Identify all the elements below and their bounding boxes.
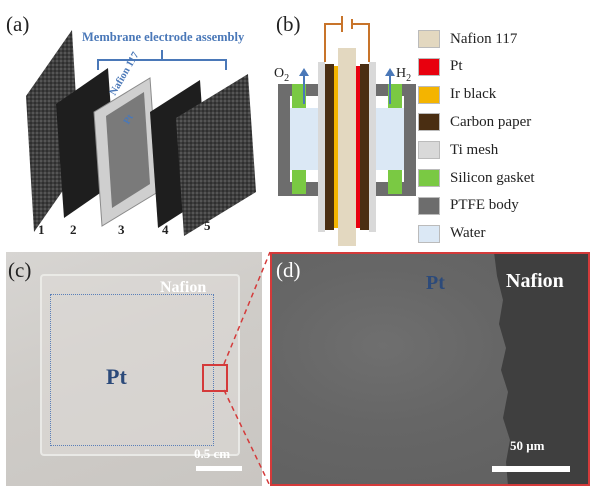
layer-number-3: 3	[118, 222, 125, 237]
layer-3-catalyst	[106, 92, 150, 208]
ti-mesh-right	[369, 62, 376, 232]
ti-mesh-left	[318, 62, 325, 232]
layer-number-5: 5	[204, 218, 211, 233]
zoom-box	[202, 364, 228, 392]
o2-arrow-head	[299, 68, 309, 76]
legend-label: Nafion 117	[450, 30, 518, 47]
silicon-gasket-left-top	[292, 84, 306, 108]
mea-exploded-diagram	[26, 30, 256, 236]
sem-scale-bar	[492, 466, 570, 472]
legend-swatch	[418, 196, 440, 215]
o2-label: O2	[274, 66, 289, 84]
legend-item: Pt	[418, 57, 463, 76]
legend-item: Water	[418, 224, 486, 243]
ir-black-layer	[334, 66, 338, 228]
water-chamber-right	[376, 108, 404, 170]
layer-number-2: 2	[70, 222, 77, 237]
nafion-membrane	[338, 48, 356, 246]
legend-swatch	[418, 141, 440, 160]
legend-item: Ir black	[418, 85, 497, 104]
membrane-photo	[6, 252, 262, 486]
zoom-line-top	[223, 251, 271, 365]
sem-nafion-region	[494, 252, 590, 486]
legend-swatch	[418, 57, 440, 76]
pt-layer	[356, 66, 360, 228]
legend-swatch	[418, 224, 440, 243]
zoom-line-bottom	[223, 389, 271, 487]
legend-label: Ti mesh	[450, 141, 499, 158]
water-chamber-left	[290, 108, 318, 170]
panel-d-label: (d)	[276, 258, 301, 282]
layer-number-1: 1	[38, 222, 45, 237]
sem-frame	[270, 252, 590, 486]
ptfe-body-right	[376, 84, 416, 196]
legend-item: Nafion 117	[418, 30, 517, 48]
h2-subscript: 2	[406, 72, 412, 84]
silicon-gasket-right-bottom	[388, 170, 402, 194]
legend-label: Carbon paper	[450, 113, 532, 130]
legend-label: Silicon gasket	[450, 169, 535, 186]
legend-label: Ir black	[450, 86, 497, 103]
o2-symbol: O	[274, 66, 285, 81]
legend-label: Pt	[450, 58, 463, 75]
pt-area-outline	[50, 294, 214, 446]
legend-item: Ti mesh	[418, 141, 499, 160]
carbon-paper-left	[325, 64, 334, 230]
photo-scale-bar	[196, 466, 242, 471]
silicon-gasket-right-top	[388, 84, 402, 108]
sem-nafion-label: Nafion	[506, 270, 564, 292]
legend-item: Carbon paper	[418, 113, 532, 132]
photo-pt-label: Pt	[106, 364, 127, 389]
panel-c-label: (c)	[8, 258, 32, 282]
o2-subscript: 2	[284, 72, 290, 84]
legend-swatch	[418, 169, 440, 187]
carbon-paper-right	[360, 64, 369, 230]
mea-title: Membrane electrode assembly	[82, 30, 245, 44]
legend-item: PTFE body	[418, 196, 519, 215]
legend-swatch	[418, 85, 440, 104]
ptfe-body-left	[278, 84, 318, 196]
h2-arrow-head	[385, 68, 395, 76]
legend-item: Silicon gasket	[418, 169, 535, 187]
photo-nafion-label: Nafion	[160, 279, 207, 296]
sem-nafion-edge	[494, 252, 590, 486]
legend-swatch	[418, 30, 440, 48]
h2-label: H2	[396, 66, 411, 84]
panel-b-label: (b)	[276, 12, 301, 36]
layer-5-ti-mesh	[176, 74, 256, 236]
layer-number-4: 4	[162, 222, 169, 237]
electrolyzer-cell-diagram	[278, 16, 416, 246]
legend-swatch	[418, 113, 440, 132]
legend-label: PTFE body	[450, 197, 519, 214]
silicon-gasket-left-bottom	[292, 170, 306, 194]
photo-scale-label: 0.5 cm	[194, 446, 231, 461]
h2-symbol: H	[396, 66, 407, 81]
legend-label: Water	[450, 225, 486, 242]
sem-scale-label: 50 μm	[510, 438, 545, 453]
sem-image	[270, 252, 590, 486]
sem-pt-label: Pt	[426, 272, 445, 294]
wire-right	[352, 23, 370, 62]
panel-a-label: (a)	[6, 12, 30, 36]
wire-left	[324, 23, 342, 62]
